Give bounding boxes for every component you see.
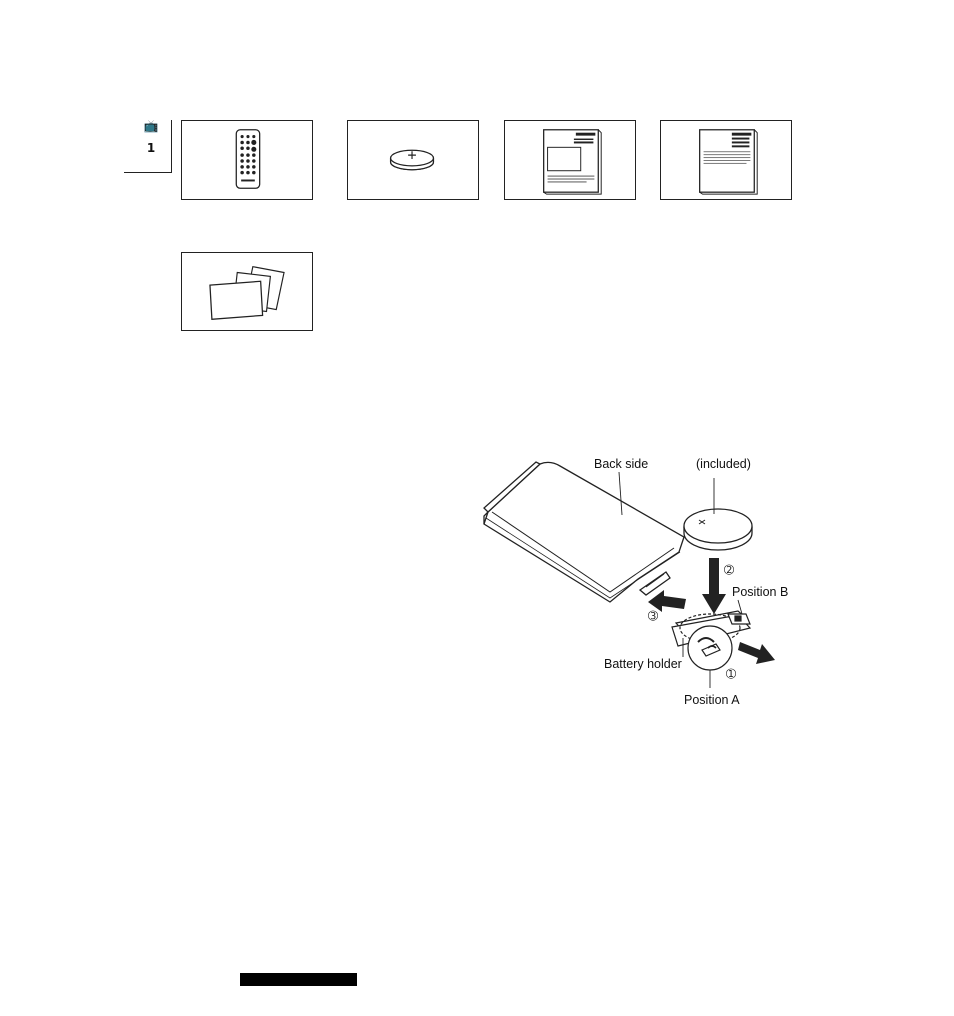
arrow-pull-out-icon [738, 642, 775, 664]
accessory-booklet [660, 120, 792, 200]
position-b-label: Position B [732, 585, 788, 599]
back-side-label: Back side [594, 457, 648, 471]
accessory-operating-instructions [504, 120, 636, 200]
position-a-detail [688, 626, 732, 670]
tab-divider-vertical [171, 120, 172, 173]
accessory-leaflets [181, 252, 313, 331]
footer-bar [240, 973, 357, 986]
tab-divider-horizontal [124, 172, 172, 173]
battery-holder-label: Battery holder [604, 657, 682, 671]
tv-icon: 📺 [141, 120, 161, 132]
included-label: (included) [696, 457, 751, 471]
coin-battery-icon [348, 121, 478, 199]
position-a-label: Position A [684, 693, 740, 707]
leaflets-icon [182, 253, 312, 330]
battery-icon [684, 509, 752, 550]
arrow-insert-down-icon [702, 558, 726, 614]
page-tab-number: 1 [141, 142, 161, 154]
step-2-number: ➁ [724, 563, 734, 577]
step-1-number: ➀ [726, 667, 736, 681]
operating-instructions-booklet-icon [505, 121, 635, 199]
accessory-remote-control [181, 120, 313, 200]
step-3-number: ➂ [648, 609, 658, 623]
remote-control-back-icon [484, 462, 684, 602]
battery-installation-diagram: Back side (included) ➁ ➂ Position B [470, 452, 800, 712]
booklet-icon [661, 121, 791, 199]
remote-control-icon [182, 121, 312, 199]
accessory-battery [347, 120, 479, 200]
